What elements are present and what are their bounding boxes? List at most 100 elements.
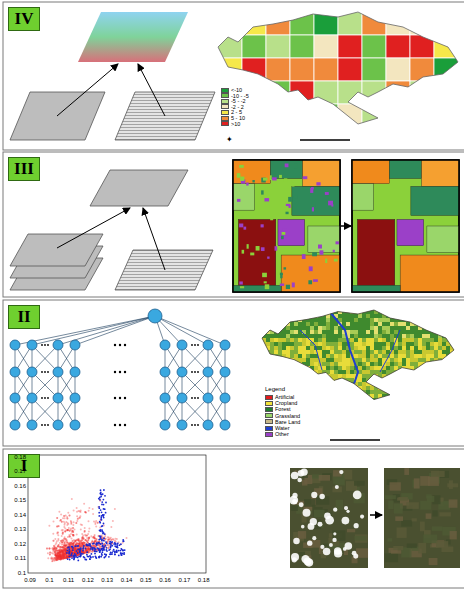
illustration-circle — [74, 551, 76, 553]
illustration-rect — [390, 394, 394, 398]
illustration-rect — [362, 350, 366, 354]
illustration-rect — [446, 390, 450, 394]
illustration-rect — [378, 330, 382, 334]
illustration-rect — [418, 342, 422, 346]
illustration-rect — [422, 398, 426, 402]
illustration-rect — [374, 358, 378, 362]
illustration-rect — [350, 342, 354, 346]
illustration-rect — [286, 390, 290, 394]
illustration-circle — [93, 542, 95, 544]
illustration-rect — [378, 314, 382, 318]
illustration-rect — [410, 394, 414, 398]
illustration-circle — [47, 397, 49, 399]
illustration-rect — [318, 386, 322, 390]
illustration-rect — [386, 386, 390, 390]
illustration-circle — [79, 548, 81, 550]
illustration-rect — [358, 390, 362, 394]
illustration-rect — [426, 346, 430, 350]
illustration-rect — [434, 318, 438, 322]
illustration-circle — [72, 534, 74, 536]
illustration-rect — [262, 374, 266, 378]
illustration-rect — [362, 318, 366, 322]
illustration-circle — [78, 546, 80, 548]
illustration-circle — [53, 340, 63, 350]
illustration-rect — [266, 342, 270, 346]
illustration-rect — [442, 378, 446, 382]
illustration-rect — [418, 310, 422, 314]
illustration-rect — [426, 378, 430, 382]
illustration-rect — [442, 338, 446, 342]
illustration-circle — [56, 557, 58, 559]
illustration-rect — [410, 370, 414, 374]
illustration-rect — [266, 310, 270, 314]
illustration-rect — [398, 390, 402, 394]
illustration-rect — [284, 267, 287, 269]
illustration-rect — [358, 350, 362, 354]
illustration-circle — [52, 549, 54, 551]
illustration-rect — [390, 314, 394, 318]
illustration-rect — [334, 346, 338, 350]
illustration-rect — [261, 247, 265, 251]
illustration-rect — [438, 386, 442, 390]
illustration-g — [262, 310, 454, 402]
illustration-circle — [70, 542, 72, 544]
illustration-rect — [298, 358, 302, 362]
illustration-rect — [418, 382, 422, 386]
illustration-rect — [426, 362, 430, 366]
illustration-rect — [442, 314, 446, 318]
illustration-circle — [74, 554, 76, 556]
illustration-rect — [402, 362, 406, 366]
illustration-rect — [298, 350, 302, 354]
illustration-circle — [58, 556, 60, 558]
illustration-rect — [382, 334, 386, 338]
illustration-circle — [74, 547, 76, 549]
illustration-rect — [366, 358, 370, 362]
illustration-rect — [406, 390, 410, 394]
illustration-rect — [414, 342, 418, 346]
illustration-rect — [450, 370, 454, 374]
illustration-circle — [86, 552, 88, 554]
illustration-rect — [378, 342, 382, 346]
illustration-circle — [58, 544, 60, 546]
illustration-rect — [242, 58, 266, 81]
illustration-rect — [414, 326, 418, 330]
illustration-rect — [346, 362, 350, 366]
illustration-rect — [366, 334, 370, 338]
illustration-rect — [338, 374, 342, 378]
illustration-circle — [56, 559, 58, 561]
illustration-rect — [306, 382, 310, 386]
illustration-rect — [374, 346, 378, 350]
illustration-rect — [246, 182, 248, 185]
illustration-circle — [53, 367, 63, 377]
illustration-rect — [402, 374, 406, 378]
illustration-rect — [438, 354, 442, 358]
illustration-rect — [286, 318, 290, 322]
illustration-rect — [306, 346, 310, 350]
illustration-rect — [370, 366, 374, 370]
illustration-circle — [100, 548, 102, 550]
illustration-circle — [120, 543, 122, 545]
illustration-rect — [446, 362, 450, 366]
illustration-rect — [282, 382, 286, 386]
illustration-rect — [298, 398, 302, 402]
illustration-rect — [318, 374, 322, 378]
illustration-rect — [350, 318, 354, 322]
illustration-rect — [3, 300, 464, 446]
illustration-rect — [398, 354, 402, 358]
illustration-rect — [346, 354, 350, 358]
illustration-circle — [81, 545, 83, 547]
illustration-rect — [446, 358, 450, 362]
illustration-rect — [322, 394, 326, 398]
illustration-rect — [354, 338, 358, 342]
illustration-rect — [262, 350, 266, 354]
illustration-rect — [358, 346, 362, 350]
illustration-circle — [82, 537, 84, 539]
illustration-rect — [386, 310, 390, 314]
illustration-rect — [374, 338, 378, 342]
illustration-rect — [274, 382, 278, 386]
illustration-rect — [442, 358, 446, 362]
illustration-rect — [386, 382, 390, 386]
illustration-rect — [310, 314, 314, 318]
illustration-rect — [278, 370, 282, 374]
illustration-circle — [56, 559, 58, 561]
